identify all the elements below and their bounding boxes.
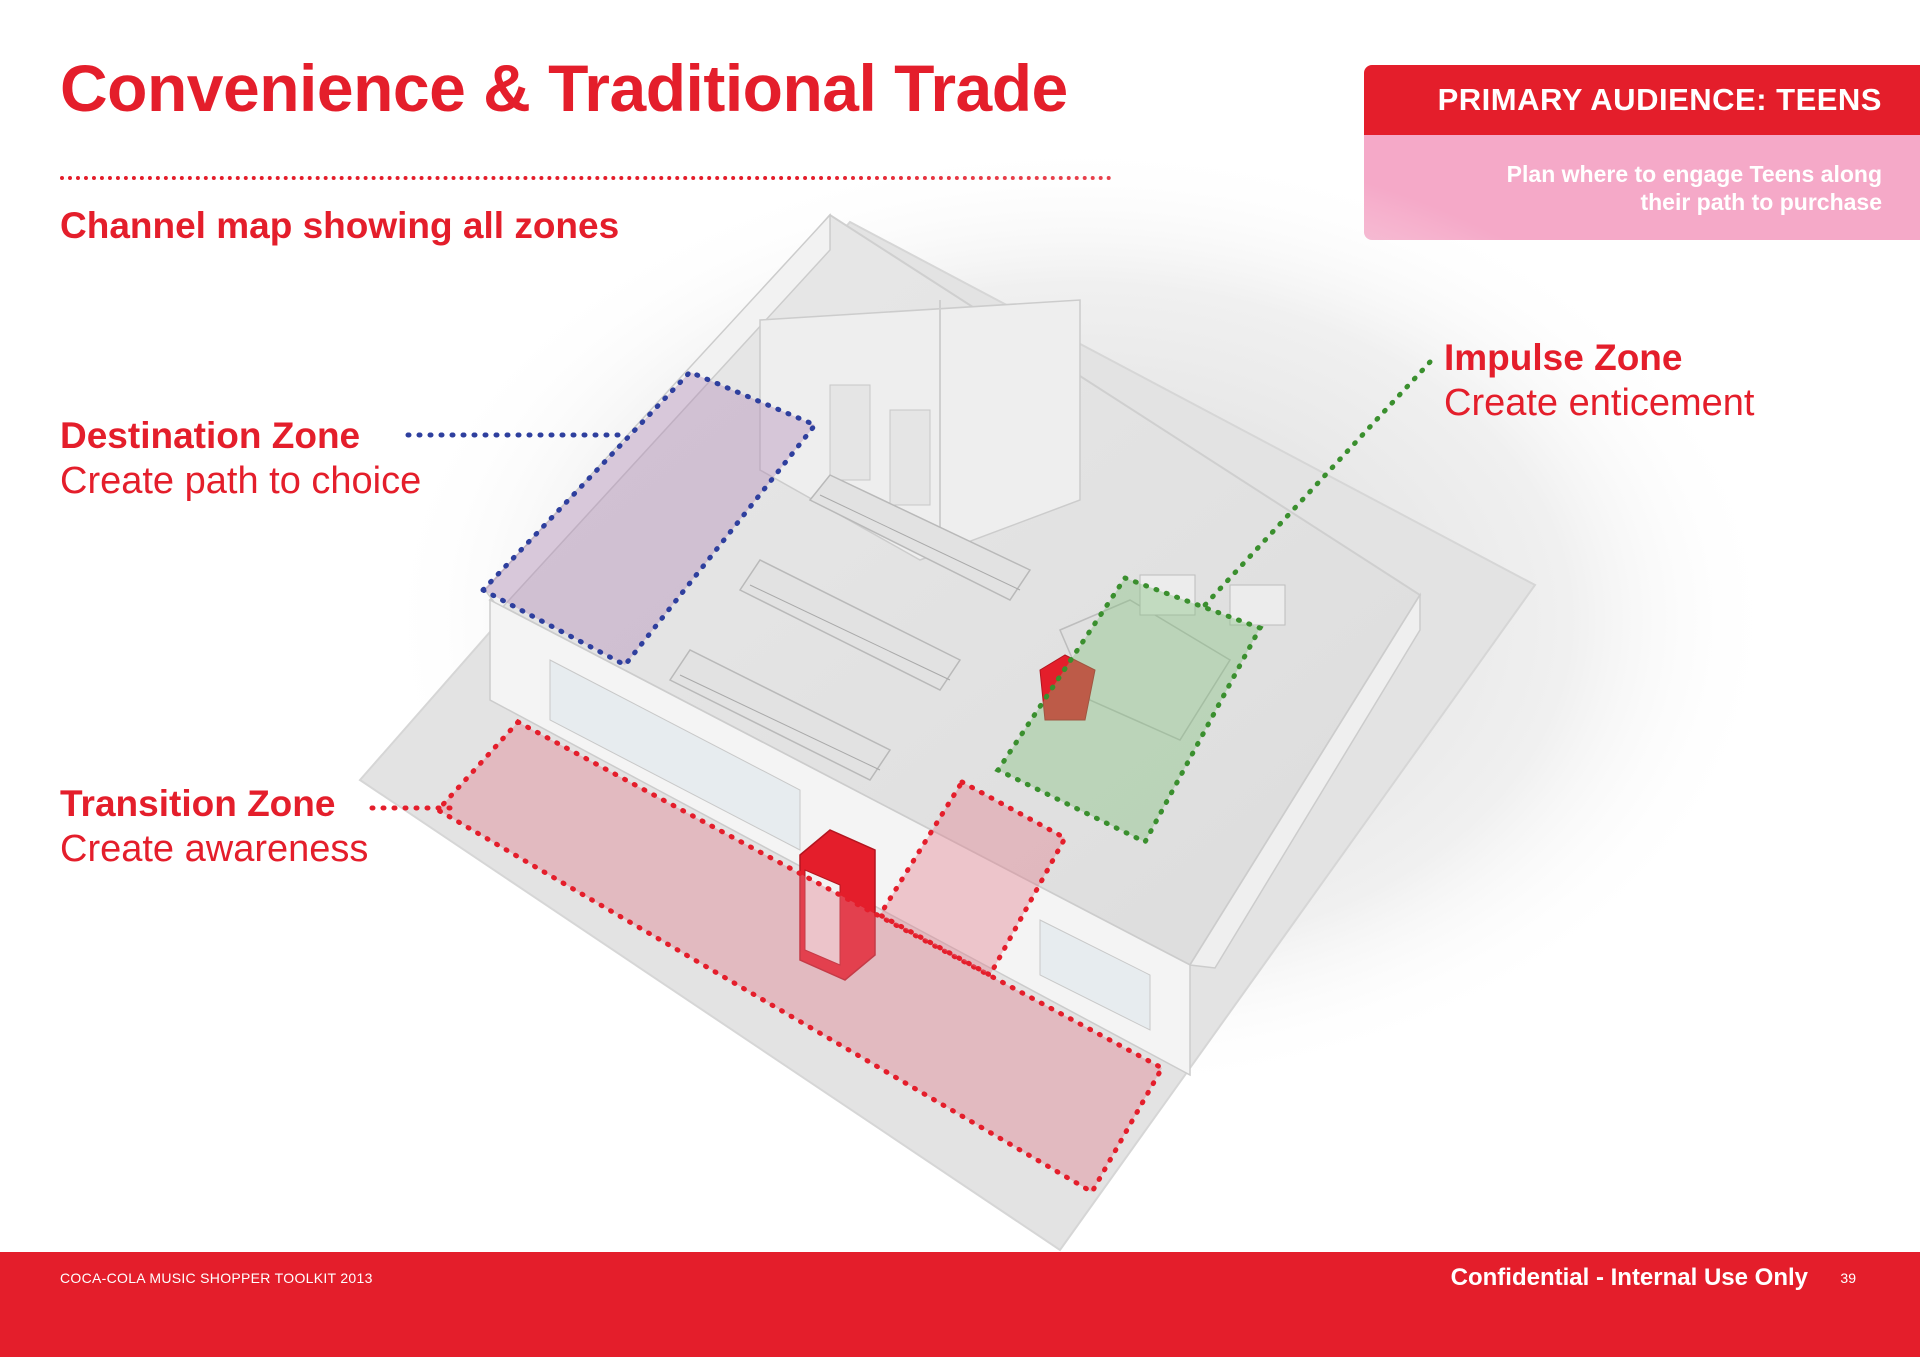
side-wall-right <box>1188 592 1421 969</box>
footer-confidential-notice: Confidential - Internal Use Only <box>1450 1264 1808 1291</box>
transition-zone-name: Transition Zone <box>60 783 336 824</box>
impulse-zone-name: Impulse Zone <box>1444 337 1683 378</box>
audience-text-line-1: Plan where to engage Teens along <box>1506 160 1882 187</box>
page-subtitle: Channel map showing all zones <box>60 205 620 246</box>
audience-text-line-2: their path to purchase <box>1640 188 1882 215</box>
destination-zone-label: Destination Zone Create path to choice <box>60 414 421 504</box>
impulse-zone-description: Create enticement <box>1444 382 1755 424</box>
destination-zone-description: Create path to choice <box>60 460 422 502</box>
footer-bar: COCA-COLA MUSIC SHOPPER TOOLKIT 2013 Con… <box>0 1252 1920 1357</box>
audience-heading: PRIMARY AUDIENCE: TEENS <box>1364 65 1920 135</box>
page-number: 39 <box>1840 1270 1856 1286</box>
register-2 <box>1229 584 1286 626</box>
back-door-2 <box>889 409 931 506</box>
destination-zone-area <box>478 369 819 669</box>
store-map-illustration <box>358 140 1780 1252</box>
entrance-zone-area <box>876 778 1069 979</box>
destination-zone-name: Destination Zone <box>60 415 361 456</box>
red-display <box>1039 654 1096 721</box>
transition-zone-description: Create awareness <box>60 828 369 870</box>
red-cooler <box>799 829 876 981</box>
impulse-zone-area <box>994 574 1264 846</box>
back-door-1 <box>829 384 871 481</box>
impulse-zone-label: Impulse Zone Create enticement <box>1444 336 1755 426</box>
page-title: Convenience & Traditional Trade <box>60 51 1068 125</box>
shelving <box>668 474 1032 781</box>
shelf-lines <box>679 494 1021 771</box>
front-window-right <box>1039 919 1151 1031</box>
footer-document-title: COCA-COLA MUSIC SHOPPER TOOLKIT 2013 <box>60 1270 373 1286</box>
front-window-left <box>549 659 801 851</box>
impulse-leader-line <box>1202 359 1433 608</box>
title-divider <box>60 176 1112 180</box>
transition-zone-label: Transition Zone Create awareness <box>60 782 368 872</box>
